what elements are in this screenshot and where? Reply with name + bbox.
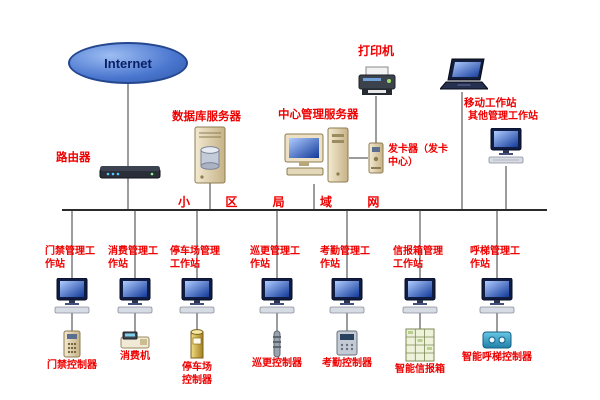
database-server-icon [190, 126, 230, 189]
other-workstation-icon [484, 127, 528, 171]
laptop-icon [438, 58, 490, 99]
device-icon-parking-controller [188, 328, 206, 365]
internet-label: Internet [104, 55, 152, 71]
device-label-patrol-controller: 巡更控制器 [252, 358, 302, 369]
device-label-pos-machine: 消费机 [120, 351, 150, 362]
router-label: 路由器 [56, 152, 91, 164]
database-server-label: 数据库服务器 [172, 111, 241, 123]
device-icon-patrol-controller [270, 330, 284, 363]
station-label-parking: 停车场管理工作站 [170, 246, 220, 270]
device-label-elevator-controller: 智能呼梯控制器 [462, 352, 532, 363]
station-label-access: 门禁管理工作站 [45, 246, 95, 270]
workstation-icon-access [50, 277, 94, 321]
device-label-smart-mailbox: 智能信报箱 [395, 364, 445, 375]
printer-label: 打印机 [358, 44, 395, 58]
lan-bus-label: 小 区 局 域 网 [178, 195, 396, 209]
mobile-workstation-label: 移动工作站 [464, 97, 517, 109]
other-workstation-label: 其他管理工作站 [468, 111, 538, 122]
card-issuer-label: 发卡器（发卡中心） [388, 144, 448, 168]
device-icon-attendance-controller [336, 330, 358, 361]
device-icon-access-controller [62, 330, 82, 363]
station-label-consumption: 消费管理工作站 [108, 246, 158, 270]
station-label-mailbox: 信报箱管理工作站 [393, 246, 443, 270]
workstation-icon-attendance [325, 277, 369, 321]
device-label-access-controller: 门禁控制器 [47, 360, 97, 371]
device-icon-elevator-controller [482, 330, 512, 355]
station-label-attendance: 考勤管理工作站 [320, 246, 370, 270]
workstation-icon-mailbox [398, 277, 442, 321]
printer-icon [356, 66, 398, 103]
device-icon-pos-machine [120, 331, 150, 354]
device-label-parking-controller: 停车场控制器 [182, 362, 212, 386]
station-label-patrol: 巡更管理工作站 [250, 246, 300, 270]
workstation-icon-parking [175, 277, 219, 321]
center-server-label: 中心管理服务器 [278, 109, 359, 121]
card-issuer-icon [367, 142, 385, 179]
workstation-icon-elevator [475, 277, 519, 321]
device-icon-smart-mailbox [405, 328, 435, 367]
device-label-attendance-controller: 考勤控制器 [322, 358, 372, 369]
internet-cloud: Internet [68, 42, 188, 84]
station-label-elevator: 呼梯管理工作站 [470, 246, 520, 270]
router-icon [98, 162, 162, 187]
workstation-icon-patrol [255, 277, 299, 321]
workstation-icon-consumption [113, 277, 157, 321]
center-server-icon [284, 126, 350, 191]
